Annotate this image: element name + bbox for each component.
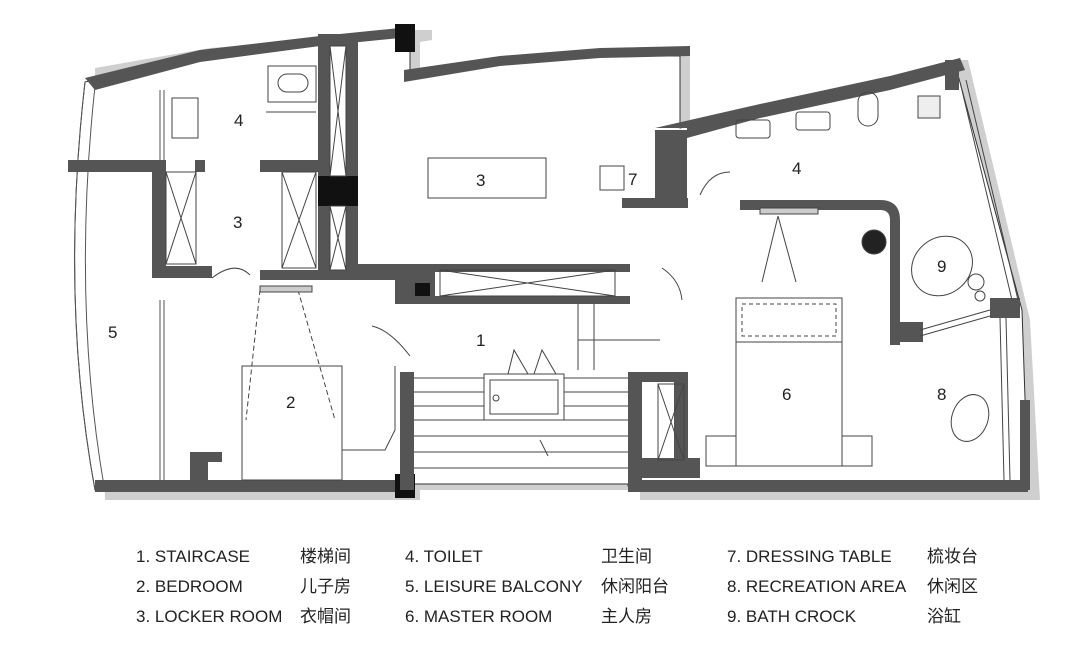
legend-en: 7. DRESSING TABLE — [727, 547, 892, 566]
room-label-3-center: 3 — [476, 171, 485, 190]
legend: 1. STAIRCASE 楼梯间 2. BEDROOM 儿子房 3. LOCKE… — [0, 544, 1080, 644]
legend-zh: 衣帽间 — [300, 607, 351, 627]
legend-zh: 卫生间 — [601, 547, 652, 567]
legend-zh: 休闲区 — [927, 577, 978, 597]
room-label-4-left: 4 — [234, 111, 243, 130]
legend-zh: 浴缸 — [927, 607, 961, 627]
room-label-9: 9 — [937, 257, 946, 276]
legend-zh: 楼梯间 — [300, 547, 351, 567]
wardrobes — [165, 45, 685, 461]
room-label-1: 1 — [476, 331, 485, 350]
room-label-8: 8 — [937, 385, 946, 404]
legend-en: 6. MASTER ROOM — [405, 607, 553, 626]
floor-plan: 1 2 3 3 4 4 5 6 7 8 9 — [68, 24, 1040, 500]
walls — [68, 24, 1030, 498]
room-label-3-left: 3 — [233, 213, 242, 232]
legend-en: 2. BEDROOM — [136, 577, 243, 596]
legend-en: 4. TOILET — [405, 547, 483, 566]
legend-zh: 主人房 — [601, 607, 652, 627]
legend-zh: 儿子房 — [300, 577, 351, 597]
room-label-6: 6 — [782, 385, 791, 404]
legend-en: 1. STAIRCASE — [136, 547, 250, 566]
legend-en: 9. BATH CROCK — [727, 607, 857, 626]
legend-en: 3. LOCKER ROOM — [136, 607, 283, 626]
furniture — [171, 65, 1019, 481]
room-label-7: 7 — [628, 170, 637, 189]
room-label-5: 5 — [108, 323, 117, 342]
legend-en: 8. RECREATION AREA — [727, 577, 907, 596]
legend-en: 5. LEISURE BALCONY — [405, 577, 583, 596]
legend-zh: 梳妆台 — [927, 547, 978, 567]
legend-zh: 休闲阳台 — [601, 577, 669, 597]
room-labels: 1 2 3 3 4 4 5 6 7 8 9 — [108, 111, 946, 412]
room-label-2: 2 — [286, 393, 295, 412]
balcony-glazing — [74, 81, 165, 491]
floor-area — [74, 33, 1029, 491]
room-label-4-right: 4 — [792, 159, 801, 178]
